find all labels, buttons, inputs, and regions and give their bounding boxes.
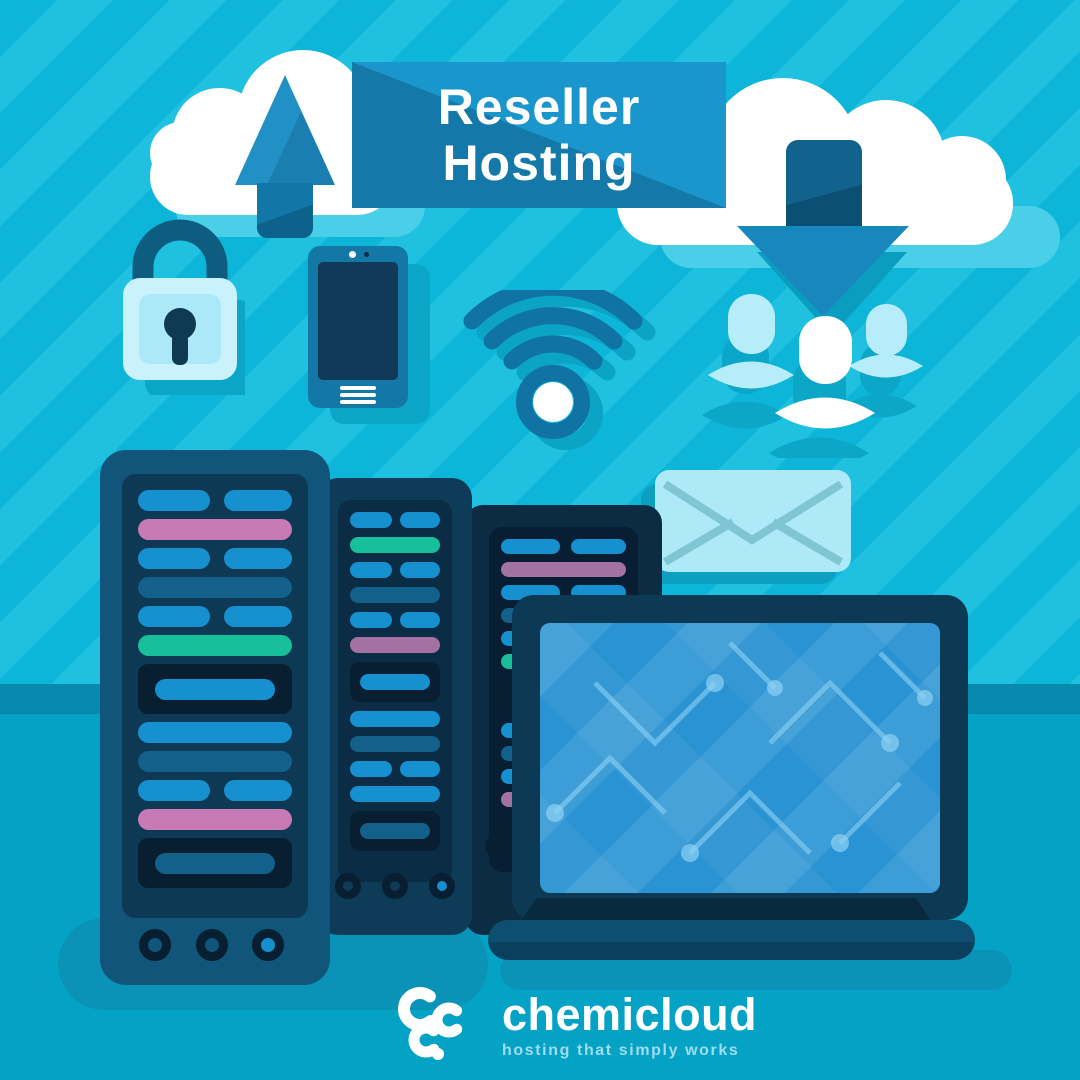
padlock-icon bbox=[115, 205, 257, 400]
phone-screen bbox=[318, 262, 398, 380]
user-group-icon bbox=[698, 278, 923, 469]
chemicloud-logo: chemicloud hosting that simply works bbox=[392, 984, 757, 1066]
banner-title-line2: Hosting bbox=[442, 135, 636, 191]
chemicloud-logo-icon bbox=[398, 987, 467, 1060]
rack-row bbox=[138, 751, 292, 772]
rack-row bbox=[350, 587, 440, 603]
rack-foot bbox=[252, 929, 284, 961]
rack-foot bbox=[429, 873, 455, 899]
rack-foot bbox=[335, 873, 361, 899]
email-body bbox=[655, 470, 851, 572]
rack-foot bbox=[485, 834, 509, 858]
rack-row bbox=[138, 490, 292, 511]
laptop-screen bbox=[540, 623, 940, 893]
rack-row bbox=[350, 711, 440, 727]
rack-row bbox=[138, 809, 292, 830]
rack-foot bbox=[196, 929, 228, 961]
rack-row bbox=[138, 722, 292, 743]
server-rack-middle bbox=[318, 478, 472, 935]
rack-foot bbox=[382, 873, 408, 899]
rack-row bbox=[350, 761, 440, 777]
rack-row bbox=[501, 539, 626, 554]
rack-row bbox=[138, 577, 292, 598]
banner-title-line1: Reseller bbox=[437, 79, 641, 135]
laptop-base bbox=[488, 920, 975, 960]
brand-tagline: hosting that simply works bbox=[502, 1042, 740, 1059]
wifi-icon bbox=[445, 278, 675, 455]
upload-arrow-stem bbox=[257, 183, 313, 238]
rack-row bbox=[138, 519, 292, 540]
rack-row bbox=[501, 562, 626, 577]
rack-foot bbox=[139, 929, 171, 961]
rack-row bbox=[350, 537, 440, 553]
rack-row bbox=[350, 637, 440, 653]
email-icon bbox=[641, 470, 856, 590]
rack-row bbox=[138, 635, 292, 656]
rack-row bbox=[350, 736, 440, 752]
rack-row bbox=[350, 811, 440, 851]
rack-row bbox=[350, 662, 440, 702]
laptop-hinge bbox=[520, 898, 932, 922]
smartphone-icon bbox=[308, 246, 438, 436]
rack-row bbox=[350, 562, 440, 578]
rack-row bbox=[350, 512, 440, 528]
rack-row bbox=[138, 780, 292, 801]
rack-row bbox=[350, 786, 440, 802]
rack-row bbox=[138, 548, 292, 569]
rack-row bbox=[138, 664, 292, 714]
rack-row bbox=[138, 838, 292, 888]
brand-name: chemicloud bbox=[502, 989, 758, 1040]
server-rack-left bbox=[100, 450, 330, 985]
rack-row bbox=[138, 606, 292, 627]
banner: Reseller Hosting bbox=[352, 62, 726, 208]
rack-row bbox=[350, 612, 440, 628]
rack-panel bbox=[122, 474, 308, 918]
phone-camera-icon bbox=[349, 251, 356, 258]
download-arrow-stem bbox=[786, 140, 862, 232]
rack-panel bbox=[338, 500, 452, 882]
